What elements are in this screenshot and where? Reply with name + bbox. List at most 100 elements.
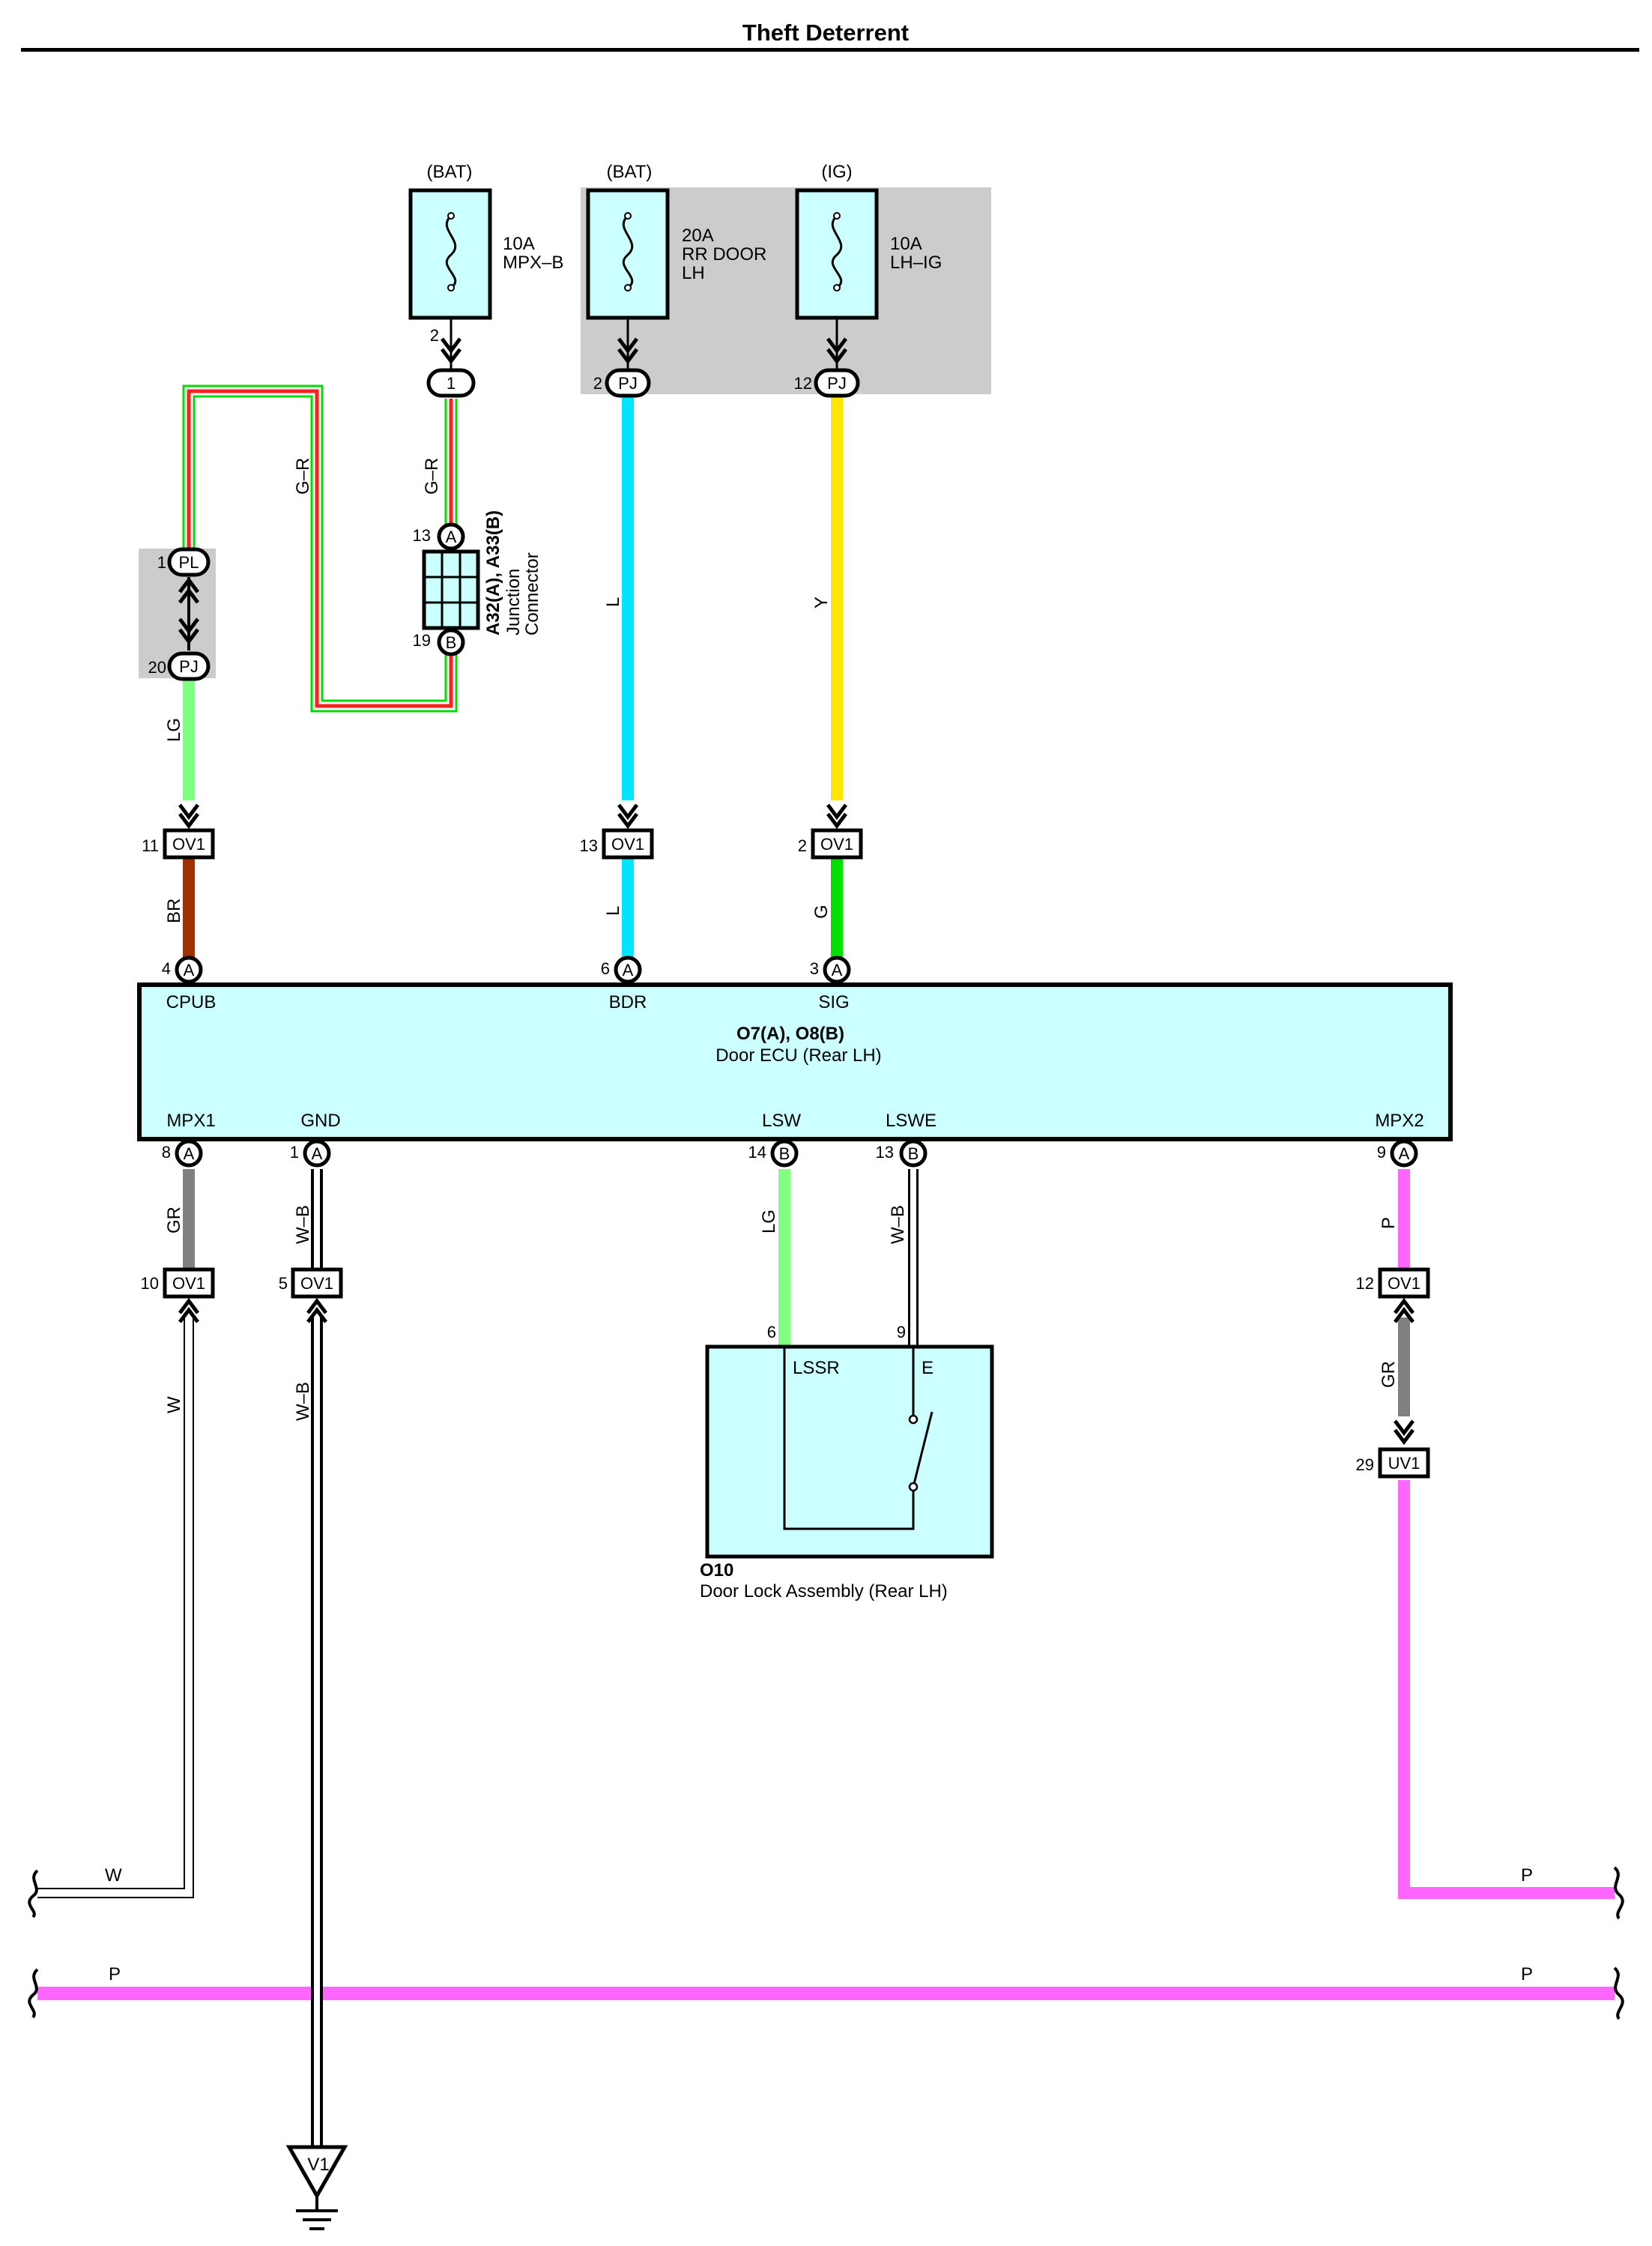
- ecu-bottom-pin-3-num: 13: [876, 1143, 894, 1162]
- door-lock-label-left: LSSR: [793, 1358, 840, 1378]
- fuse-rrdoor-name2: LH: [682, 263, 705, 283]
- ov1-top-2-conn: OV1: [820, 835, 853, 854]
- label-wb-lswe: W–B: [888, 1205, 908, 1244]
- fuse-lhig-rating: 10A: [890, 234, 922, 254]
- ecu-bottom-pin-0-num: 8: [162, 1143, 171, 1162]
- ecu-name: O7(A), O8(B): [736, 1024, 844, 1044]
- ecu-bottom-pin-2-conn: B: [779, 1144, 790, 1163]
- fuse-lhig-pin: 12: [794, 374, 812, 393]
- junction-name: A32(A), A33(B): [483, 510, 503, 636]
- ecu-top-pin-2-label: SIG: [818, 992, 849, 1012]
- wire-w-lower: [37, 1317, 194, 1898]
- ecu-bottom-pin-4-num: 9: [1377, 1143, 1386, 1162]
- label-w-lower: W: [164, 1396, 184, 1413]
- ecu-bottom-pin-0-label: MPX1: [166, 1111, 215, 1131]
- junction-pin-b-conn: B: [446, 633, 457, 652]
- pl-pj-connectors: 1 PL 20 PJ: [148, 547, 211, 681]
- fuse-mpxb-name: MPX–B: [503, 253, 563, 273]
- label-g: G: [811, 905, 832, 919]
- fuse-mpxb-source: (BAT): [427, 162, 473, 182]
- uv1-conn: UV1: [1388, 1454, 1420, 1473]
- label-lg-upper: LG: [164, 718, 184, 742]
- ground-label: V1: [307, 2155, 329, 2175]
- ecu-bottom-pin-3-label: LSWE: [886, 1111, 937, 1131]
- ecu-bottom-pin-4-label: MPX2: [1375, 1111, 1423, 1131]
- ecu-bottom-pin-1-label: GND: [300, 1111, 340, 1131]
- ecu-top-pin-1-conn: A: [623, 961, 634, 979]
- junction-line2: Junction: [503, 569, 524, 636]
- fuse-rrdoor-conn: PJ: [618, 374, 638, 393]
- label-wb-gnd: W–B: [293, 1205, 313, 1244]
- ecu-bottom-pin-1-num: 1: [290, 1143, 299, 1162]
- label-l-upper: L: [603, 597, 623, 607]
- fuse-lhig: (IG) 10A LH–IG: [795, 162, 942, 320]
- door-ecu: O7(A), O8(B) Door ECU (Rear LH): [137, 982, 1453, 1141]
- ov1-bottom-0-conn: OV1: [172, 1274, 205, 1293]
- ecu-top-pin-2-conn: A: [832, 961, 843, 979]
- label-p-bus-right: P: [1521, 1964, 1533, 1984]
- label-lg-lsw: LG: [759, 1210, 779, 1234]
- fuse-rrdoor-rating: 20A: [682, 226, 714, 246]
- wire-gr-loop: [182, 384, 458, 713]
- wire-p-right-end: [1398, 1480, 1615, 1899]
- pj-pin: 20: [148, 658, 166, 677]
- fuse-rrdoor: (BAT) 20A RR DOOR LH: [586, 162, 766, 320]
- junction-connector: 13 A 19 B A32(A), A33(B) Junction Connec…: [413, 510, 542, 656]
- door-lock-label-right: E: [922, 1358, 934, 1378]
- pl-pin: 1: [157, 553, 166, 572]
- ecu-top-pin-0-conn: A: [184, 961, 195, 979]
- ov1-bottom-2-conn: OV1: [1388, 1274, 1420, 1293]
- pj-conn: PJ: [179, 657, 199, 676]
- ecu-bottom-pin-3-conn: B: [908, 1144, 919, 1163]
- fuse-lhig-name: LH–IG: [890, 253, 942, 273]
- uv1-pin: 29: [1356, 1455, 1374, 1474]
- ecu-bottom-pin-1-conn: A: [312, 1144, 323, 1163]
- ov1-bottom-2-pin: 12: [1356, 1274, 1374, 1293]
- wire-break-marks: [28, 1866, 1624, 2020]
- ov1-top-1-conn: OV1: [611, 835, 644, 854]
- ov1-top-connectors: 11 OV1 13 OV1 2 OV1: [142, 803, 863, 860]
- label-gr-mpx1: GR: [164, 1207, 184, 1234]
- wire-labels: G–R G–R LG L Y BR L G GR W–B LG W–B P W …: [105, 458, 1533, 1984]
- ecu-top-pin-1-label: BDR: [609, 992, 647, 1012]
- ecu-top-pins: 4 A CPUB 6 A BDR 3 A SIG: [162, 956, 851, 1012]
- ov1-bottom-1-pin: 5: [279, 1274, 288, 1293]
- title-rule: [21, 48, 1639, 52]
- ov1-top-0-conn: OV1: [172, 835, 205, 854]
- fuse-rrdoor-pin: 2: [593, 374, 602, 393]
- fuse-lhig-source: (IG): [821, 162, 852, 182]
- fuse-rrdoor-source: (BAT): [607, 162, 653, 182]
- label-p-end-right: P: [1521, 1865, 1533, 1886]
- fuse-connectors: 2 1 2 PJ 12 PJ: [426, 326, 860, 398]
- ov1-bottom-1-conn: OV1: [300, 1274, 333, 1293]
- door-lock-pin-right: 9: [897, 1323, 906, 1341]
- ov1-top-0-pin: 11: [142, 836, 159, 855]
- page-title: Theft Deterrent: [742, 19, 909, 46]
- junction-line3: Connector: [522, 552, 542, 636]
- door-lock-name: O10: [700, 1560, 733, 1581]
- ecu-top-pin-2-num: 3: [810, 959, 819, 978]
- fuse-lhig-conn: PJ: [827, 374, 847, 393]
- label-gr-right: G–R: [422, 458, 442, 495]
- uv1-connector: 29 UV1: [1356, 1419, 1430, 1479]
- ecu-top-pin-0-num: 4: [162, 959, 171, 978]
- ground-symbol: V1: [285, 2145, 348, 2230]
- label-p-bus-left: P: [109, 1964, 121, 1984]
- ecu-bottom-pin-0-conn: A: [184, 1144, 195, 1163]
- label-wb-lower: W–B: [293, 1382, 313, 1421]
- label-y-upper: Y: [811, 597, 832, 609]
- junction-pin-a: 13: [413, 526, 431, 545]
- fuse-mpxb-out-pin: 2: [430, 326, 439, 345]
- ecu-top-pin-0-label: CPUB: [166, 992, 217, 1012]
- door-lock-pin-left: 6: [767, 1323, 776, 1341]
- ov1-bottom-connectors: 10 OV1 5 OV1 12 OV1: [141, 1267, 1430, 1323]
- label-br: BR: [164, 899, 184, 923]
- label-gr-uv1: GR: [1379, 1361, 1399, 1388]
- ov1-top-2-pin: 2: [798, 836, 807, 855]
- pl-conn: PL: [179, 553, 199, 572]
- junction-pin-b: 19: [413, 631, 431, 650]
- ecu-bottom-pin-2-label: LSW: [762, 1111, 801, 1131]
- fuse-mpxb-rating: 10A: [503, 234, 535, 254]
- label-l-lower: L: [603, 906, 623, 916]
- junction-pin-a-conn: A: [446, 528, 457, 546]
